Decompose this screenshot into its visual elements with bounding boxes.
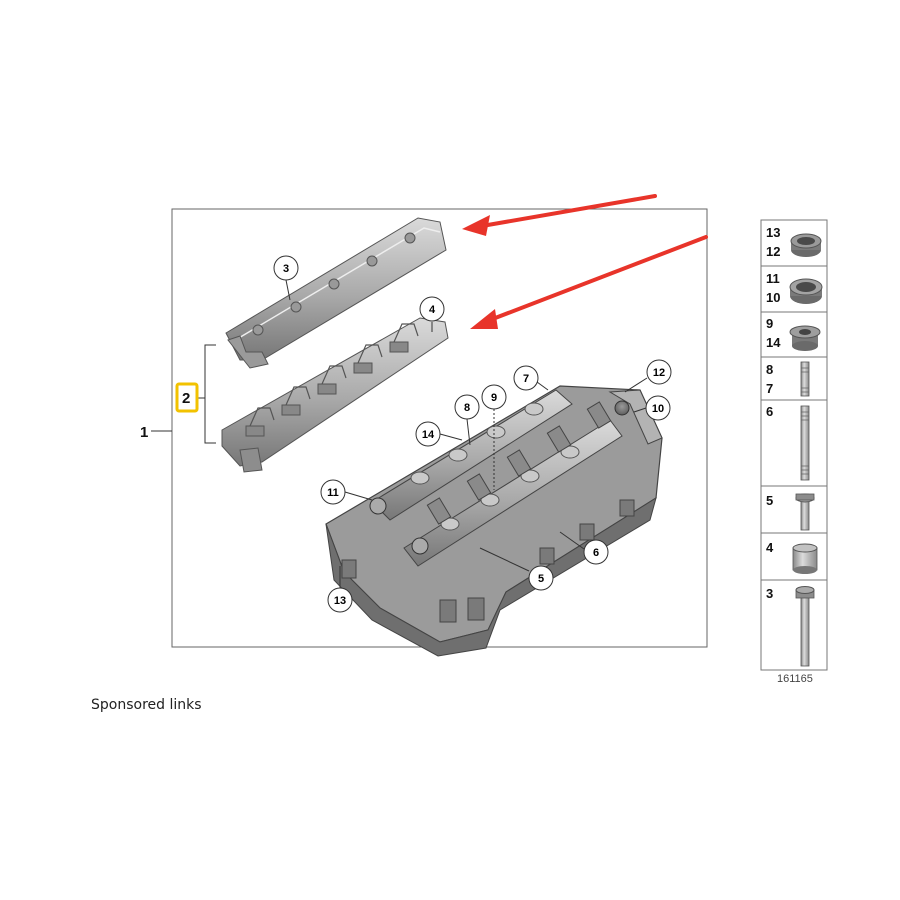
svg-text:7: 7 (523, 373, 529, 385)
red-arrow-lower (488, 235, 708, 322)
legend-cell-6: 6 (766, 404, 810, 481)
long-bolt-icon (795, 586, 815, 667)
svg-text:10: 10 (766, 290, 780, 305)
stud-icon (800, 361, 810, 397)
legend-cell-9-14: 9 14 (766, 316, 821, 351)
seal-ring-icon (789, 278, 823, 304)
callout-5: 5 (528, 565, 554, 591)
legend-cell-3: 3 (766, 586, 815, 667)
callout-7: 7 (513, 365, 539, 391)
svg-text:3: 3 (766, 586, 773, 601)
annotation-arrows (462, 194, 708, 329)
legend-cell-13-12: 13 12 (766, 225, 822, 259)
svg-text:5: 5 (538, 573, 544, 585)
callout-10: 10 (645, 395, 671, 421)
legend-cell-5: 5 (766, 493, 815, 531)
subgroup-2-highlight (175, 382, 199, 413)
diagram-id: 161165 (777, 673, 813, 685)
red-arrow-upper (480, 194, 657, 228)
svg-text:5: 5 (766, 493, 773, 508)
bolt-icon (795, 493, 815, 531)
parts-legend: 13 12 11 10 9 14 (760, 219, 828, 671)
bushing-icon (789, 325, 821, 351)
svg-text:12: 12 (766, 244, 780, 259)
svg-text:13: 13 (766, 225, 780, 240)
callout-14: 14 (415, 421, 441, 447)
legend-cell-4: 4 (766, 540, 818, 574)
callout-13: 13 (327, 587, 353, 613)
svg-text:9: 9 (766, 316, 773, 331)
group-label-1: 1 (140, 424, 148, 441)
svg-text:8: 8 (766, 362, 773, 377)
sleeve-icon (792, 543, 818, 574)
svg-text:9: 9 (491, 392, 497, 404)
svg-text:6: 6 (766, 404, 773, 419)
red-arrowhead-lower (470, 309, 498, 329)
svg-text:11: 11 (327, 487, 339, 499)
callout-8: 8 (454, 394, 480, 420)
svg-text:7: 7 (766, 381, 773, 396)
camshaft-bearing-frame-lower (221, 317, 449, 473)
seal-ring-icon (790, 233, 822, 257)
svg-text:10: 10 (652, 403, 664, 415)
sponsored-links-label[interactable]: Sponsored links (91, 697, 202, 713)
svg-text:8: 8 (464, 402, 470, 414)
svg-text:6: 6 (593, 547, 599, 559)
callout-6: 6 (583, 539, 609, 565)
callout-4: 4 (419, 296, 445, 322)
callout-11: 11 (320, 479, 346, 505)
long-stud-icon (800, 405, 810, 481)
cylinder-head-assembly (325, 385, 663, 657)
subgroup-2-bracket (204, 344, 216, 444)
svg-text:11: 11 (766, 271, 780, 286)
callouts: 3 4 7 8 9 12 10 14 11 6 5 13 (273, 255, 672, 613)
legend-cell-11-10: 11 10 (766, 271, 823, 305)
callout-3: 3 (273, 255, 299, 281)
camshaft-bearing-frame-upper (225, 217, 447, 369)
legend-cell-8-7: 8 7 (766, 361, 810, 397)
subgroup-label-2: 2 (182, 390, 190, 407)
svg-text:14: 14 (422, 429, 435, 441)
red-arrowhead-upper (462, 215, 490, 236)
callout-9: 9 (481, 384, 507, 410)
svg-text:4: 4 (429, 304, 436, 316)
svg-text:12: 12 (653, 367, 665, 379)
svg-text:3: 3 (283, 263, 289, 275)
svg-text:13: 13 (334, 595, 346, 607)
svg-text:14: 14 (766, 335, 781, 350)
callout-12: 12 (646, 359, 672, 385)
svg-text:4: 4 (766, 540, 774, 555)
